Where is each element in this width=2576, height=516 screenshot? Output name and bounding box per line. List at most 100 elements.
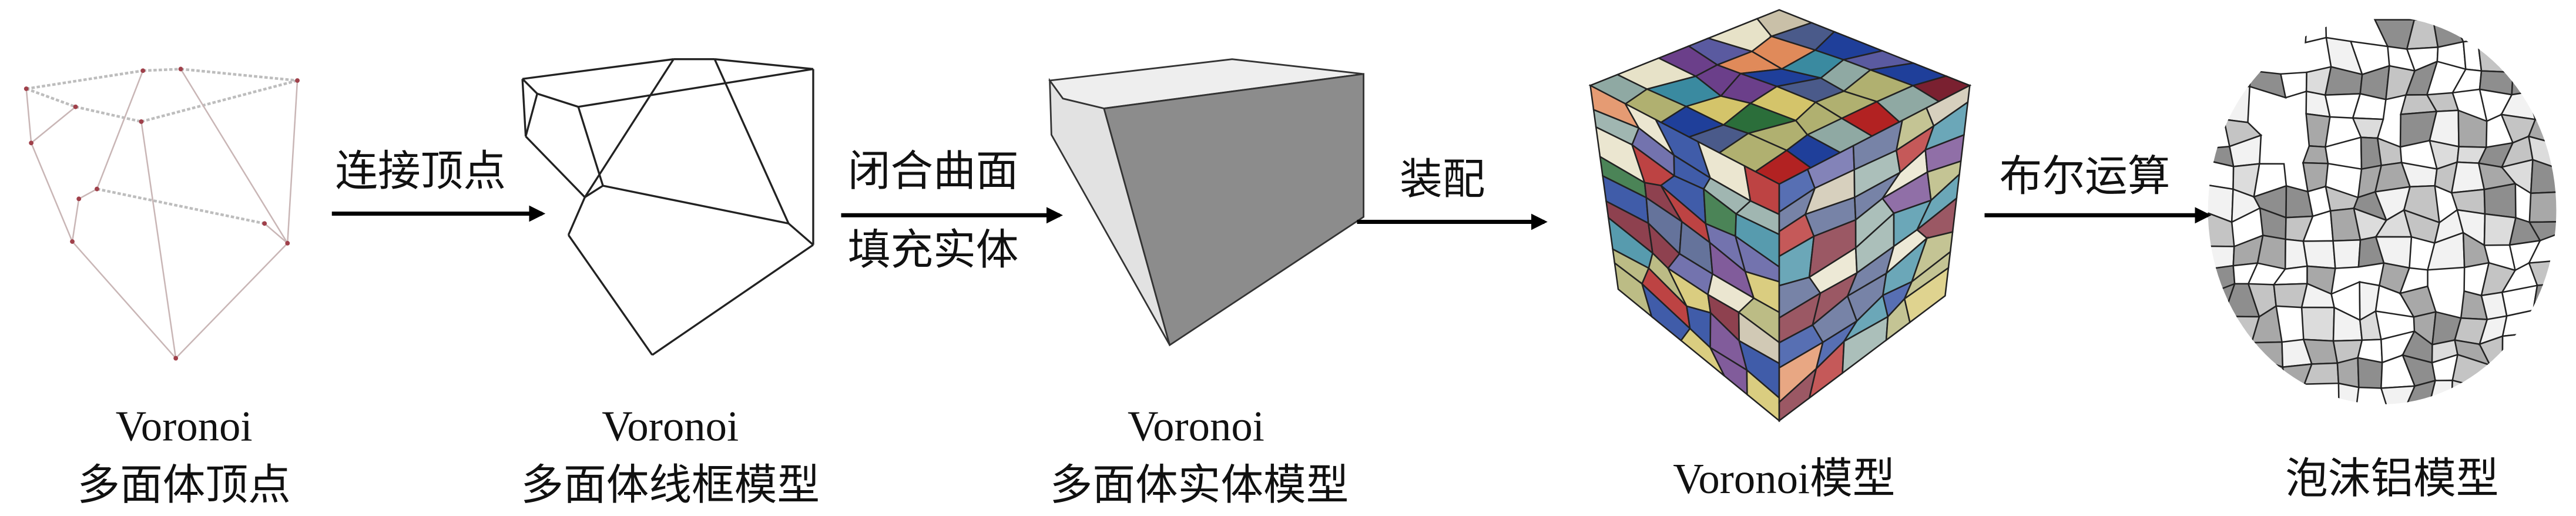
wireframe-edge (578, 68, 814, 108)
polyhedron-vertex (139, 119, 144, 124)
polyhedron-vertex (73, 104, 78, 109)
foam-cell-wall (2528, 259, 2557, 287)
wireframe-edge (522, 58, 674, 80)
polyhedron-edge (26, 69, 143, 91)
foam-cell-wall (2528, 191, 2557, 223)
wireframe-edge (584, 185, 604, 198)
foam-cell-wall (2223, 19, 2255, 43)
polyhedron-vertex (285, 240, 290, 246)
foam-cell-wall (2501, 284, 2538, 317)
foam-cell-wall (2300, 306, 2335, 342)
wireframe-edge (602, 185, 789, 225)
foam-cell-wall (2506, 383, 2537, 404)
foam-cell-wall (2501, 332, 2534, 360)
foam-cell-wall (2279, 71, 2307, 99)
solid-front-face (1103, 73, 1365, 347)
polyhedron-edge (287, 80, 298, 243)
wireframe-edge (652, 244, 814, 356)
polyhedron-edge (180, 68, 298, 82)
arrow-label-connect-vertices: 连接顶点 (335, 148, 506, 195)
foam-cell-wall (2531, 42, 2557, 75)
caption-stage5-title: 泡沫铝模型 (2285, 455, 2498, 502)
foam-cell-wall (2337, 382, 2360, 404)
aluminum-foam-figure (2208, 19, 2557, 404)
foam-cell-wall (2462, 39, 2483, 72)
foam-cell-wall (2208, 309, 2234, 338)
foam-cell-wall (2483, 183, 2517, 219)
polyhedron-edge (180, 68, 289, 244)
foam-cell-wall (2232, 262, 2259, 285)
arrow-label-boolean: 布尔运算 (2000, 152, 2171, 200)
foam-cell-wall (2511, 71, 2540, 96)
foam-cell-wall (2325, 136, 2363, 170)
polyhedron-vertex (295, 78, 300, 83)
polyhedron-edge (140, 79, 298, 123)
polyhedron-vertex (140, 68, 146, 73)
foam-cell-wall (2532, 283, 2557, 312)
foam-cell-wall (2256, 234, 2286, 270)
polyhedron-edge (71, 199, 80, 242)
wireframe-edge (521, 79, 527, 137)
wireframe-edge (713, 59, 790, 224)
caption-stage4-title: Voronoi模型 (1673, 455, 1895, 502)
polyhedron-vertex (95, 186, 99, 192)
foam-cell-wall (2431, 339, 2459, 364)
polyhedron-vertex (76, 196, 82, 202)
foam-cell-wall (2222, 63, 2252, 88)
caption-stage1-subtitle: 多面体顶点 (77, 461, 290, 509)
foam-cell-wall (2208, 354, 2232, 387)
polyhedron-vertices-figure (24, 66, 300, 361)
foam-cell-wall (2208, 380, 2231, 404)
foam-cell-wall (2450, 379, 2491, 404)
polyhedron-edge (140, 121, 177, 358)
polyhedron-vertex (24, 86, 29, 91)
foam-cell-wall (2457, 109, 2488, 148)
foam-cell-wall (2325, 185, 2359, 212)
foam-cell-wall (2451, 68, 2483, 94)
polyhedron-solid-figure (1048, 58, 1365, 347)
polyhedron-edge (31, 106, 76, 144)
foam-cell-wall (2525, 61, 2557, 93)
wireframe-edge (567, 196, 586, 236)
polyhedron-edge (25, 88, 32, 143)
caption-stage3-title: Voronoi (1128, 402, 1264, 450)
arrow-label-close-surface: 闭合曲面 (848, 148, 1019, 195)
foam-cell-wall (2229, 358, 2262, 384)
polyhedron-edge (264, 223, 289, 244)
foam-cell-wall (2305, 113, 2331, 148)
polyhedron-vertex (262, 221, 267, 226)
polyhedron-edge (143, 68, 181, 72)
polyhedron-edge (25, 87, 76, 108)
polyhedron-vertex (173, 356, 179, 361)
foam-cell-wall (2436, 41, 2467, 71)
foam-cell-wall (2477, 39, 2514, 73)
foam-cell-wall (2250, 341, 2284, 368)
foam-cell-wall (2208, 332, 2233, 361)
wireframe-edge (536, 92, 579, 108)
polyhedron-vertex (29, 140, 34, 146)
foam-cell-wall (2208, 41, 2231, 66)
foam-cell-wall (2305, 19, 2327, 43)
foam-cell-wall (2336, 357, 2360, 388)
foam-cell-wall (2525, 378, 2557, 404)
polyhedron-edge (78, 188, 98, 200)
foam-cell-wall (2376, 137, 2403, 166)
foam-cell-wall (2357, 357, 2383, 389)
foam-cell-wall (2483, 383, 2508, 404)
wireframe-edge (583, 58, 675, 198)
foam-cell-wall (2302, 145, 2329, 165)
wireframe-edge (521, 78, 538, 95)
foam-cell-wall (2302, 240, 2336, 269)
voronoi-cell-right (1903, 266, 1950, 324)
polyhedron-vertex (178, 66, 183, 72)
foam-cell-wall (2501, 357, 2537, 390)
arrow-label-fill-solid: 填充实体 (848, 226, 1019, 274)
foam-cell-wall (2525, 19, 2557, 52)
polyhedron-edge (30, 142, 73, 242)
polyhedron-edge (96, 70, 144, 190)
polyhedron-edge (75, 105, 142, 123)
foam-cell-wall (2250, 382, 2287, 404)
polyhedron-edge (72, 241, 177, 359)
foam-cell-wall (2272, 265, 2308, 286)
